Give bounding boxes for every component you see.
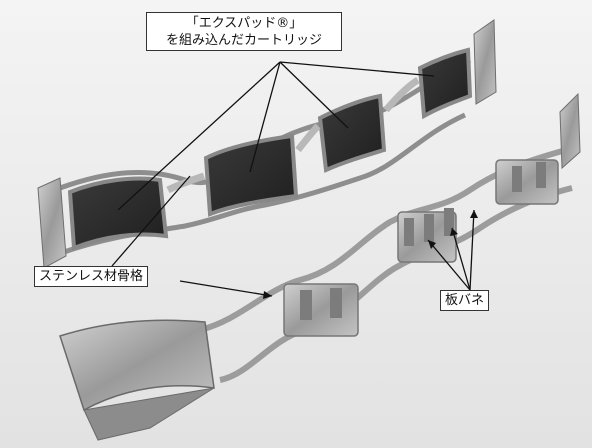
arrowhead-spring-3 <box>470 210 478 218</box>
connector-1 <box>166 172 206 194</box>
arrowhead-spring-2 <box>450 228 458 236</box>
end-tab-right <box>559 92 581 170</box>
pad-3 <box>317 93 387 173</box>
leader-arrowheads <box>263 210 478 299</box>
frame-segment-1 <box>283 283 359 337</box>
front-rail-bottom <box>219 185 573 383</box>
front-end-plate <box>59 319 215 412</box>
cartridge-label-line1: 「エクスパッド®」 <box>185 16 303 31</box>
spring-7 <box>536 162 546 188</box>
skeleton-row <box>59 92 581 441</box>
connector-2 <box>295 123 321 153</box>
frame-segment-3 <box>495 159 559 205</box>
end-plate-left <box>37 177 67 269</box>
pad-4 <box>417 47 473 120</box>
spring-4 <box>300 290 312 320</box>
spring-label: 板バネ <box>440 290 490 311</box>
leader-spring-2 <box>451 227 471 291</box>
spring-6 <box>512 166 522 192</box>
spring-2 <box>424 214 434 242</box>
end-plate-right <box>473 19 497 105</box>
connector-3 <box>383 76 420 113</box>
arrowhead-spring-1 <box>428 240 436 249</box>
spring-5 <box>330 288 342 318</box>
arrowhead-skeleton <box>263 291 272 299</box>
leader-spring-1 <box>427 239 471 291</box>
cartridge-label-line2: を組み込んだカートリッジ <box>165 33 322 48</box>
leader-skeleton-2 <box>179 280 273 297</box>
cartridge-row <box>37 19 497 269</box>
spring-3 <box>444 208 454 236</box>
leader-cartridge-1 <box>117 61 281 211</box>
front-end-fold <box>83 387 215 441</box>
skeleton-label: ステンレス材骨格 <box>34 266 149 287</box>
pad-2 <box>203 133 299 217</box>
leader-cartridge-4 <box>279 61 435 77</box>
cartridge-label: 「エクスパッド®」 を組み込んだカートリッジ <box>146 12 342 51</box>
leader-lines <box>111 61 475 297</box>
leader-cartridge-2 <box>249 61 281 173</box>
leader-cartridge-3 <box>279 61 349 129</box>
leader-spring-3 <box>469 209 475 291</box>
leader-skeleton-1 <box>111 175 191 267</box>
spring-1 <box>404 218 414 246</box>
